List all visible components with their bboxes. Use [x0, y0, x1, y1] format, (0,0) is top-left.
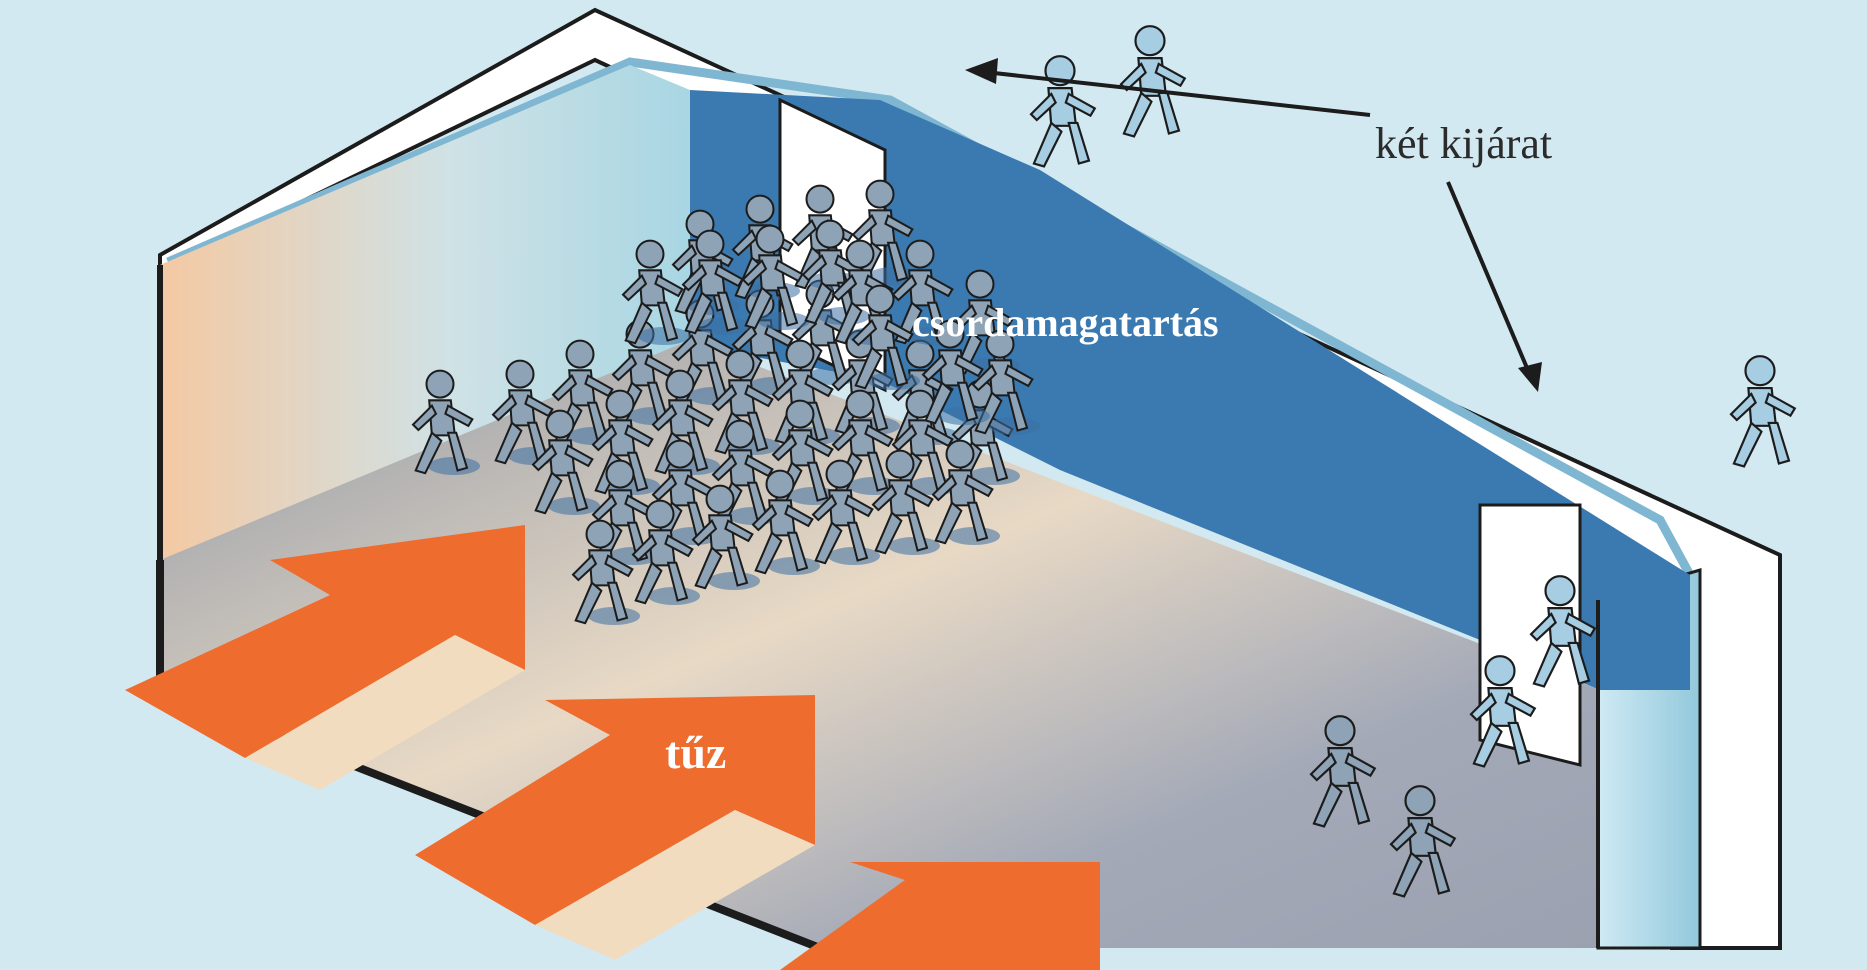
person-shadow [588, 607, 640, 625]
annotation-arrows [984, 70, 1532, 376]
person-shadow [708, 572, 760, 590]
person-shadow [888, 537, 940, 555]
person-shadow [938, 407, 990, 425]
arrow-heads [965, 58, 1542, 392]
person-shadow [768, 557, 820, 575]
label-exits: két kijárat [1375, 119, 1552, 168]
fire-arrow-icon [780, 862, 1100, 970]
person-shadow [948, 527, 1000, 545]
person-shadow [828, 547, 880, 565]
fire-arrow-shadows [245, 635, 815, 960]
person-shadow [758, 312, 810, 330]
arrowhead-icon [965, 58, 998, 84]
person-shadow [428, 457, 480, 475]
arrow-to-exit-1 [984, 70, 1371, 117]
person-shadow [988, 417, 1040, 435]
arrowhead-icon [1518, 362, 1542, 392]
person-shadow [868, 372, 920, 390]
person-shadow [638, 327, 690, 345]
fire-arrows [125, 525, 1100, 970]
label-fire: tűz [665, 727, 726, 778]
arrow-to-exit-2 [1446, 181, 1532, 376]
person-shadow [698, 317, 750, 335]
person-shadow [548, 497, 600, 515]
fire-arrow-icon [415, 695, 815, 925]
crowd [411, 179, 1040, 625]
person-shadow [648, 587, 700, 605]
back-wall-blue [690, 90, 1690, 690]
roof-edge-blue [166, 57, 1694, 578]
fire-arrow-icon [125, 525, 525, 758]
person-shadow [968, 467, 1020, 485]
label-herd: csordamagatartás [912, 300, 1219, 345]
